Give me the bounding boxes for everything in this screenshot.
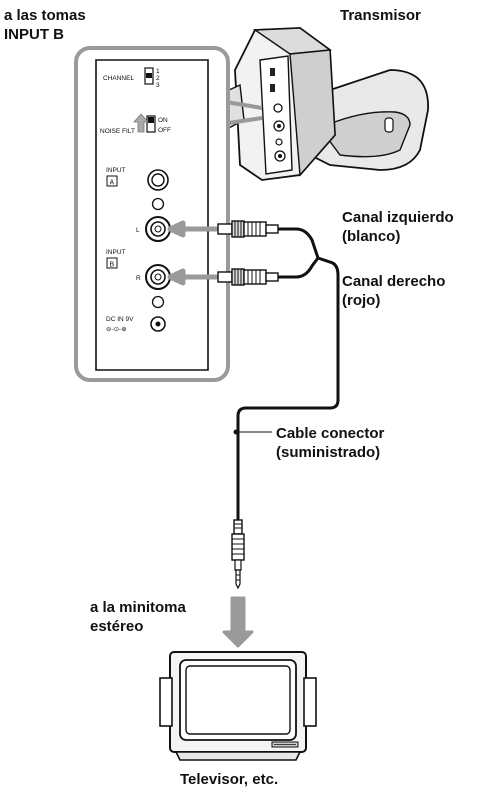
svg-text:2: 2 [156,75,160,82]
channel-label: CHANNEL [103,75,134,82]
svg-text:ON: ON [158,117,168,124]
svg-text:⊖-⊙-⊕: ⊖-⊙-⊕ [106,326,127,333]
svg-text:DC IN 9V: DC IN 9V [106,316,134,323]
up-arrow-icon [133,113,149,133]
television-illustration [159,651,317,761]
minijack-label: a la minitoma estéreo [90,599,186,635]
right-channel-label: Canal derecho (rojo) [342,273,446,309]
svg-text:OFF: OFF [158,127,171,134]
svg-text:INPUT: INPUT [106,249,126,256]
rca-plug-right [217,268,279,286]
noise-filter-label: NOISE FILT [100,128,135,135]
svg-text:A: A [110,180,115,187]
cable-label: Cable conector (suministrado) [276,425,385,461]
svg-text:L: L [136,227,140,234]
noise-filter-switch [146,115,156,133]
svg-text:B: B [110,262,115,269]
arrow-left-channel-icon [167,220,219,238]
arrow-down-icon [222,596,254,648]
left-channel-label: Canal izquierdo (blanco) [342,209,454,245]
svg-text:INPUT: INPUT [106,167,126,174]
tv-label: Televisor, etc. [180,771,279,788]
svg-text:R: R [136,275,141,282]
input-b-label: a las tomas INPUT B [4,7,86,43]
stereo-mini-plug [231,519,245,590]
connection-cable [236,227,340,520]
transmitter-label: Transmisor [340,7,421,24]
svg-text:3: 3 [156,82,160,89]
svg-text:1: 1 [156,68,160,75]
input-panel: CHANNEL 1 2 3 NOISE FILT ON OFF INPUT A … [74,46,230,382]
transmitter-illustration [217,27,429,181]
arrow-right-channel-icon [167,268,219,286]
rca-plug-left [217,220,279,238]
